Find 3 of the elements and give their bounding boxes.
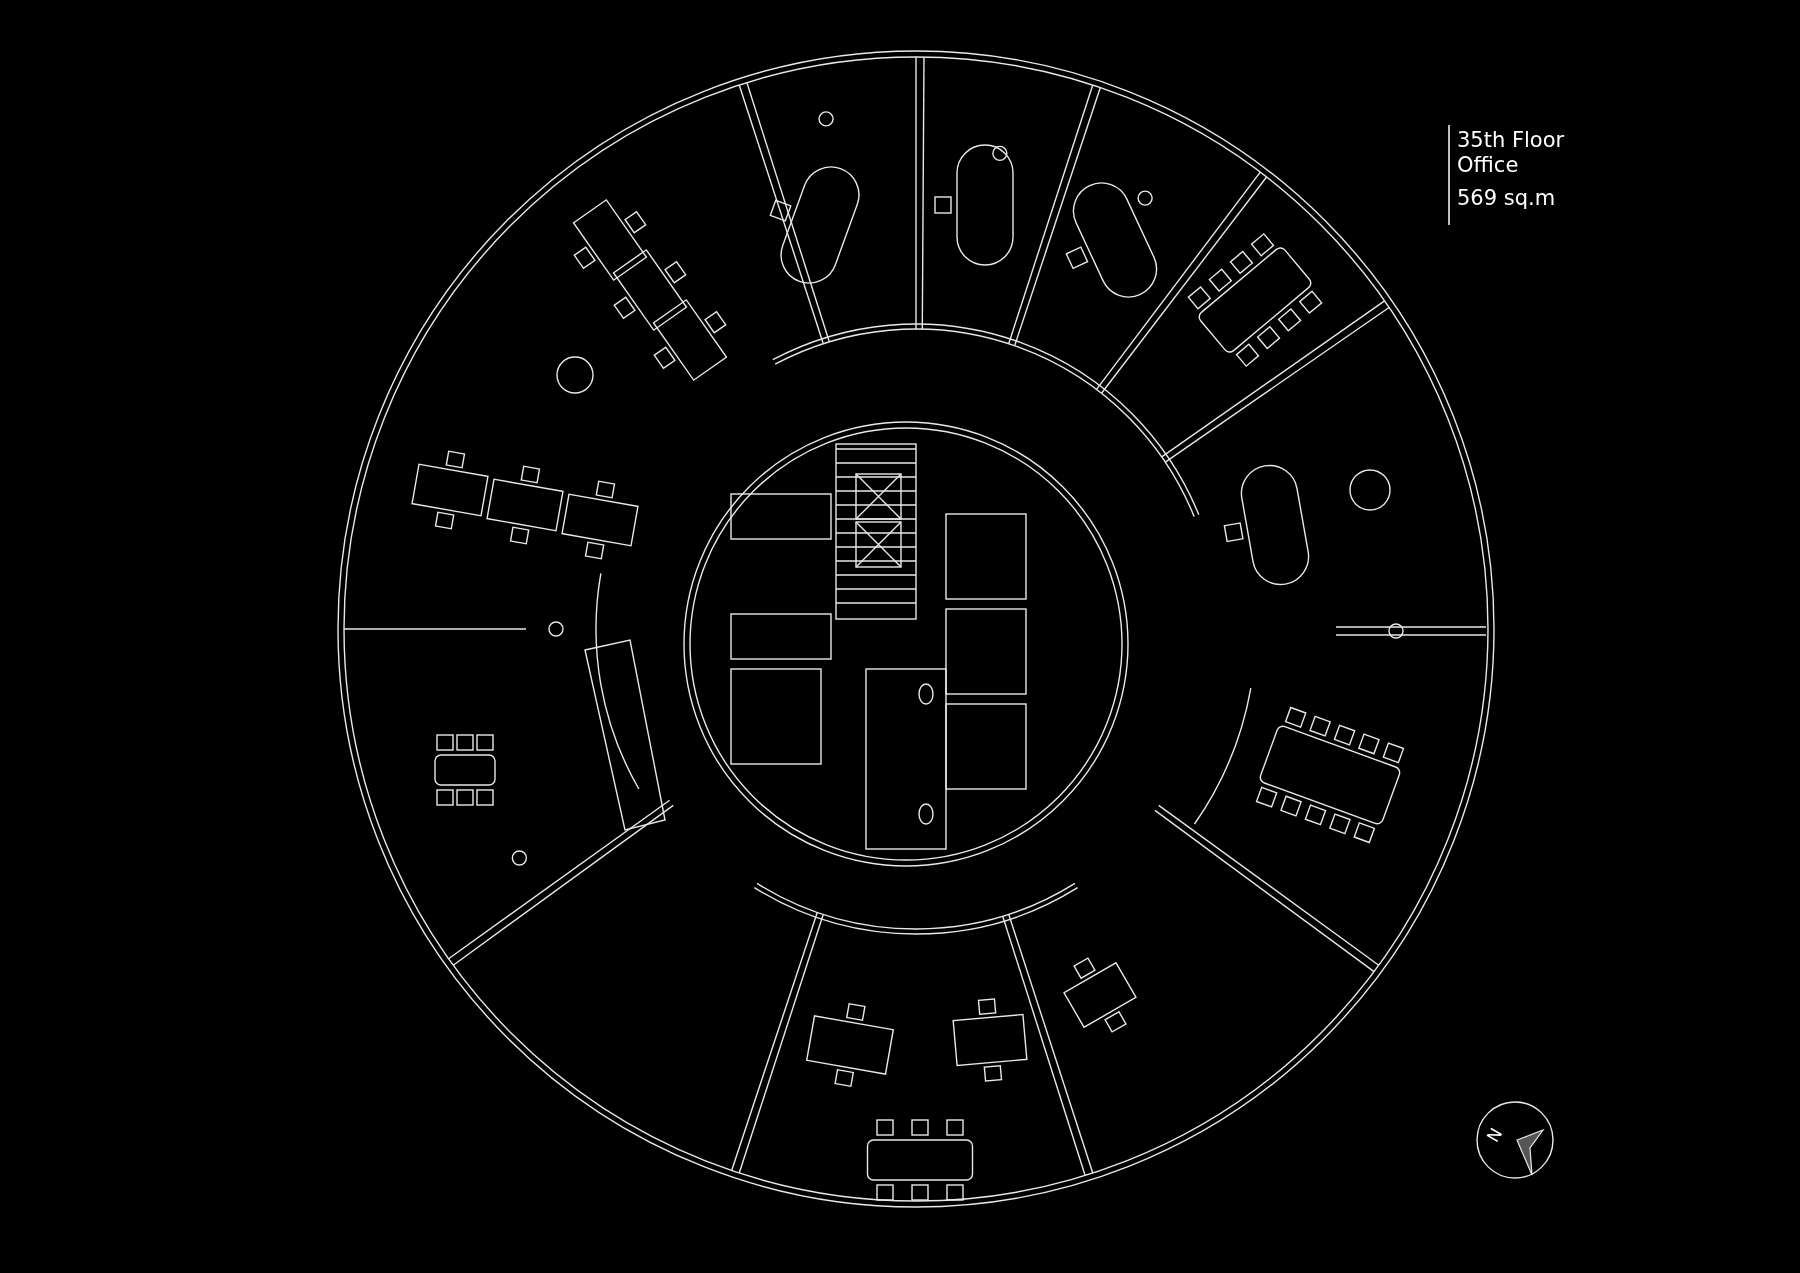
floor-title: 35th Floor Office	[1457, 128, 1566, 178]
north-label: N	[1482, 1124, 1507, 1146]
area-label: 569 sq.m	[1457, 186, 1556, 211]
